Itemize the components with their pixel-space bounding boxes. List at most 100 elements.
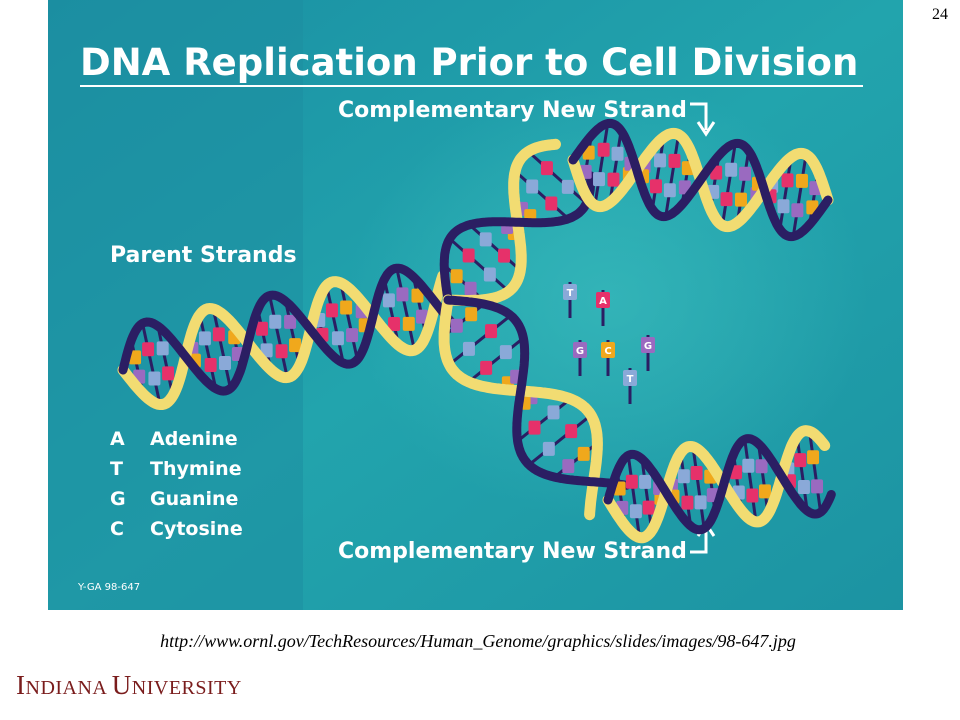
parent-helix: [117, 263, 458, 410]
legend-name: Thymine: [150, 458, 242, 480]
nucleotide-base: [498, 248, 511, 263]
backbone-dark: [603, 434, 836, 535]
base-pair-rung: [735, 150, 751, 223]
nucleotide-base: [794, 453, 807, 468]
nucleotide-base: [565, 424, 578, 439]
nucleotide-base: [561, 179, 574, 194]
label-parent-strands: Parent Strands: [110, 243, 297, 268]
nucleotide-base: [777, 199, 790, 214]
nucleotide-base: [156, 341, 169, 356]
nucleotide-base: [547, 405, 560, 420]
figure-code: Y-GA 98-647: [77, 582, 140, 593]
free-nucleotide: [641, 337, 655, 353]
lower-new-helix: [602, 425, 836, 544]
legend-letter: G: [110, 488, 126, 510]
base-pair-rung: [448, 237, 510, 293]
nucleotide-base: [725, 162, 738, 177]
nucleotide-base: [746, 488, 759, 503]
nucleotide-base: [739, 166, 752, 181]
nucleotide-base: [668, 153, 681, 168]
base-pair-rung: [795, 436, 809, 511]
base-pair-rung: [608, 130, 623, 203]
base-pair-rung: [743, 439, 758, 523]
nucleotide-base: [677, 469, 690, 484]
free-nucleotide-letter: G: [576, 346, 584, 357]
arrow-bottom-icon: [690, 528, 708, 554]
nucleotide-base: [402, 316, 415, 331]
base-pair-rung: [339, 282, 359, 360]
indiana-university-logo: INDIANA UNIVERSITY: [16, 670, 242, 700]
dna-diagram-svg: DNA Replication Prior to Cell Division C…: [48, 0, 903, 610]
base-pair-rung: [141, 323, 162, 405]
legend-name: Adenine: [150, 428, 238, 450]
slide-number: 24: [932, 6, 948, 23]
base-legend: A Adenine T Thymine G Guanine C Cytosine: [110, 428, 243, 540]
base-pair-rung: [382, 278, 401, 346]
base-pair-rung: [553, 441, 599, 479]
nucleotide-base: [577, 446, 590, 461]
base-pair-rung: [325, 285, 345, 364]
nucleotide-base: [663, 183, 676, 198]
nucleotide-base: [642, 500, 655, 515]
backbone-dark: [443, 295, 631, 490]
free-nucleotide: [573, 342, 587, 358]
nucleotide-base: [742, 458, 755, 473]
nucleotide-base: [212, 327, 225, 342]
nucleotide-base: [269, 314, 282, 329]
backbone-gold: [117, 270, 449, 410]
free-nucleotide-letter: A: [599, 296, 607, 307]
base-pair-rung: [808, 431, 823, 513]
nucleotide-base: [388, 317, 401, 332]
nucleotide-base: [396, 287, 409, 302]
lower-branch-fall: [438, 294, 631, 521]
arrow-top-head-icon: [696, 121, 716, 137]
nucleotide-base: [284, 314, 297, 329]
base-pair-rung: [626, 455, 641, 538]
nucleotide-base: [485, 324, 498, 339]
nucleotide-base: [450, 269, 463, 284]
base-pair-rung: [468, 223, 522, 272]
upper-branch-rise: [439, 138, 596, 306]
nucleotide-base: [129, 350, 142, 365]
nucleotide-base: [795, 173, 808, 188]
nucleotide-base: [142, 342, 155, 357]
base-pair-rung: [791, 154, 808, 237]
free-nucleotide-letter: G: [644, 341, 652, 352]
base-pair-rung: [593, 123, 610, 206]
free-nucleotide-letter: C: [604, 346, 611, 357]
nucleotide-base: [755, 459, 768, 474]
nucleotide-base: [382, 293, 395, 308]
nucleotide-base: [340, 300, 353, 315]
dna-replication-figure: DNA Replication Prior to Cell Division C…: [48, 0, 903, 610]
nucleotide-base: [450, 318, 463, 333]
base-pair-rung: [650, 137, 666, 210]
nucleotide-base: [255, 321, 268, 336]
nucleotide-base: [540, 161, 553, 176]
base-pair-rung: [156, 325, 175, 396]
nucleotide-base: [781, 173, 794, 188]
nucleotide-base: [545, 196, 558, 211]
nucleotide-base: [807, 450, 820, 465]
nucleotide-base: [204, 358, 217, 373]
base-pair-rung: [467, 336, 525, 384]
nucleotide-base: [331, 331, 344, 346]
base-pair-rung: [211, 308, 232, 389]
nucleotide-base: [811, 479, 824, 494]
nucleotide-base: [483, 267, 496, 282]
nucleotide-base: [759, 484, 772, 499]
nucleotide-base: [346, 328, 359, 343]
backbone-gold: [442, 138, 561, 306]
nucleotide-base: [654, 153, 667, 168]
nucleotide-base: [607, 172, 620, 187]
legend-name: Cytosine: [150, 518, 243, 540]
backbone-gold: [602, 425, 831, 544]
legend-letter: A: [110, 428, 125, 450]
nucleotide-base: [734, 192, 747, 207]
base-pair-rung: [527, 150, 588, 205]
base-pair-rung: [514, 170, 570, 220]
nucleotide-base: [218, 355, 231, 370]
image-source-caption: http://www.ornl.gov/TechResources/Human_…: [160, 631, 796, 651]
nucleotide-base: [597, 142, 610, 157]
backbone-dark: [439, 171, 596, 305]
nucleotide-base: [526, 179, 539, 194]
